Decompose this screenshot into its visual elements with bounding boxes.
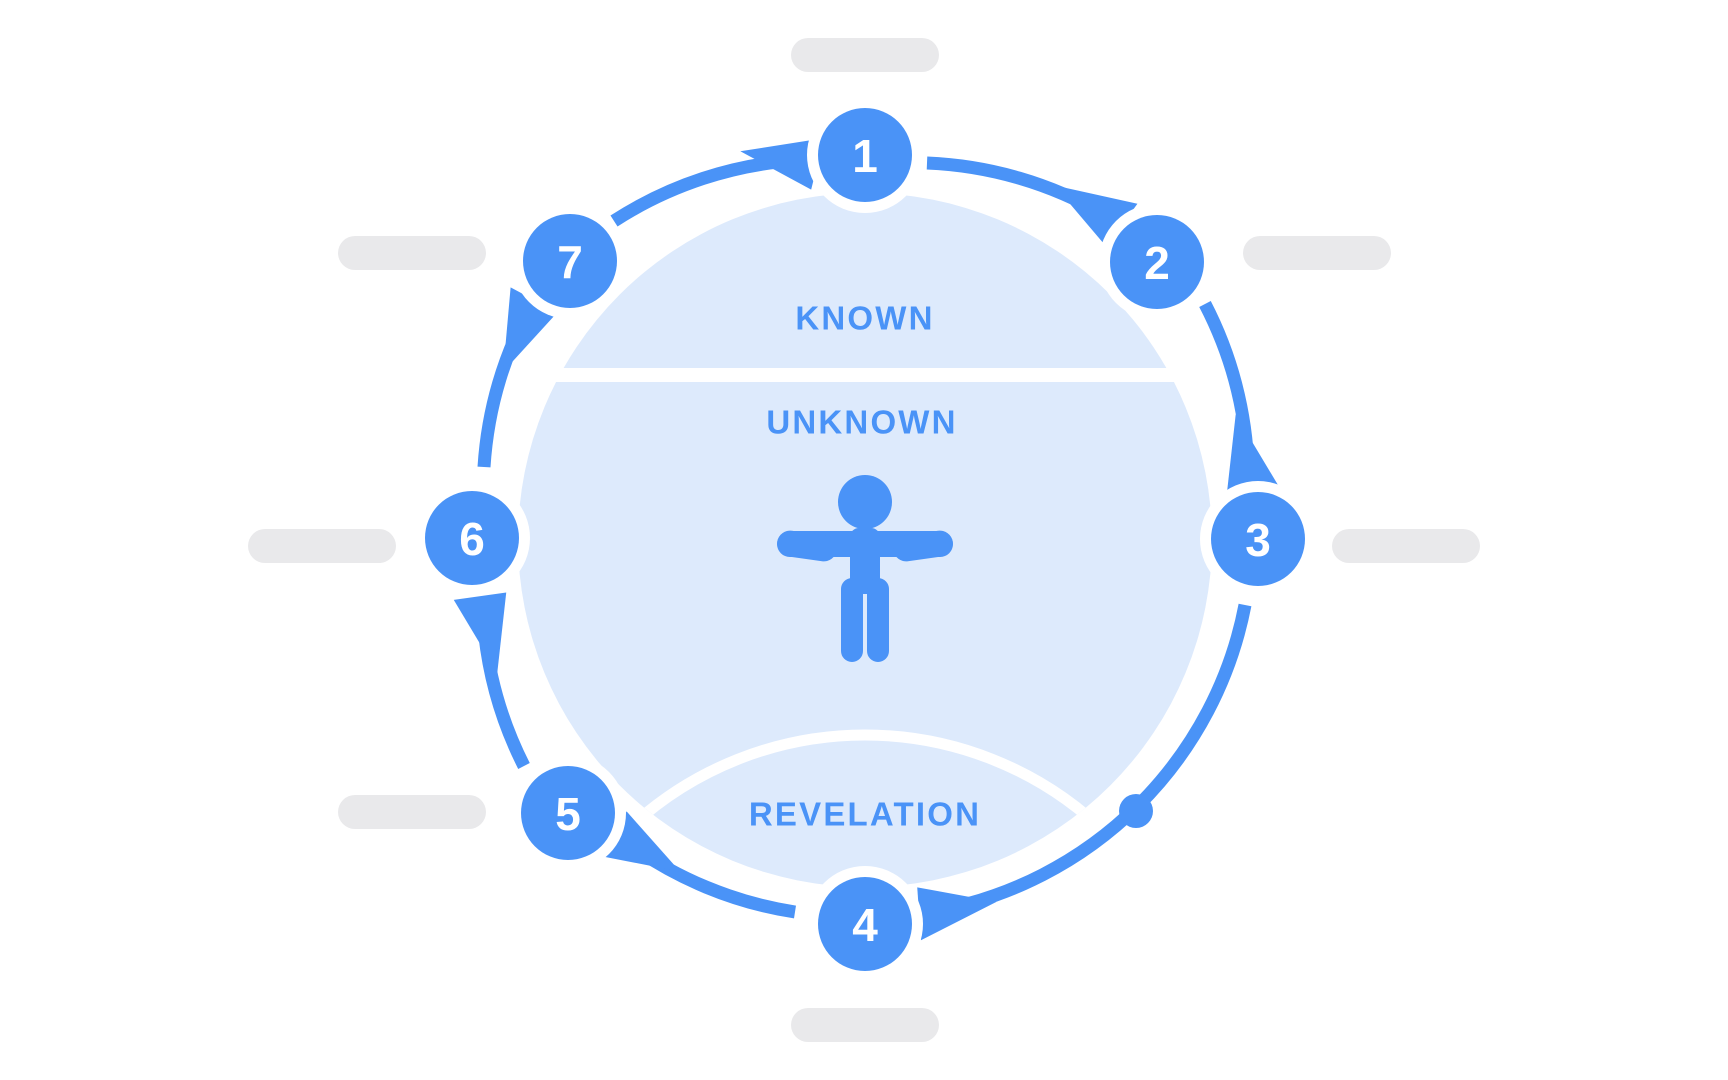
node-5-label: 5 [555,788,581,840]
node-1[interactable]: 1 [807,97,923,213]
node-7[interactable]: 7 [512,203,628,319]
node-4-circle[interactable] [818,877,912,971]
placeholder-right-upper[interactable] [1243,236,1391,270]
node-7-label: 7 [557,236,583,288]
sector-label-unknown: UNKNOWN [766,404,957,441]
arrowhead-to-node-1 [740,138,824,190]
node-1-circle[interactable] [818,108,912,202]
node-7-circle[interactable] [523,214,617,308]
node-4-label: 4 [852,899,878,951]
arrowhead-to-node-6 [453,592,507,673]
node-4[interactable]: 4 [807,866,923,982]
placeholder-left-upper[interactable] [338,236,486,270]
node-3-label: 3 [1245,514,1271,566]
placeholder-left-middle[interactable] [248,529,396,563]
progress-dot[interactable] [1119,794,1153,828]
arrowhead-to-node-4 [917,887,997,941]
arrowhead-to-node-3 [1226,414,1280,495]
revelation-sector-divider [518,729,1212,887]
placeholder-right-middle[interactable] [1332,529,1480,563]
node-5-circle[interactable] [521,766,615,860]
placeholders-group [248,38,1480,1042]
inner-disc-group [518,193,1212,887]
node-3-circle[interactable] [1211,492,1305,586]
node-6-circle[interactable] [425,491,519,585]
node-2[interactable]: 2 [1099,204,1215,320]
unknown-sector [518,382,1212,887]
node-3[interactable]: 3 [1200,481,1316,597]
known-sector [563,193,1167,368]
node-2-label: 2 [1144,237,1170,289]
node-6-label: 6 [459,513,485,565]
node-2-circle[interactable] [1110,215,1204,309]
node-1-label: 1 [852,130,878,182]
placeholder-left-lower[interactable] [338,795,486,829]
accessibility-person-icon [777,475,953,662]
sector-label-known: KNOWN [795,300,934,337]
placeholder-bottom[interactable] [791,1008,939,1042]
placeholder-top[interactable] [791,38,939,72]
node-6[interactable]: 6 [414,480,530,596]
sector-label-revelation: REVELATION [749,796,981,833]
node-5[interactable]: 5 [510,755,626,871]
